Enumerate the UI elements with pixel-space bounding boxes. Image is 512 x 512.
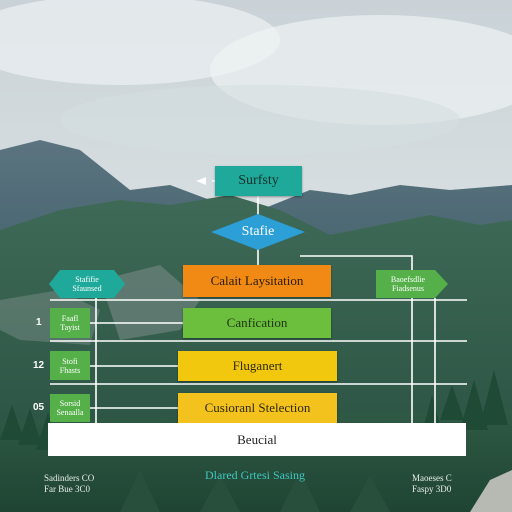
footer-right: Maoeses C Faspy 3D0 [412,473,452,494]
step-4-box: Cusioranl Stelection [178,393,337,423]
footer-center: Dlared Grtesi Sasing [205,468,305,482]
right-branch-shape [376,270,448,298]
bottom-bar: Beucial [48,423,466,456]
decision-node-label: Stafie [241,224,275,239]
right-branch-node: Baoefsdlie Fiadsenus [390,275,426,293]
footer-left: Sadinders CO Far Bue 3C0 [44,473,95,494]
side-step-3: Sorsid Senaalla [50,394,90,422]
step-2-box: Canfication [183,308,331,338]
side-step-2: Stofi Fhasts [50,351,90,380]
arrowhead-left-icon [196,177,206,185]
left-branch-shape [49,270,125,298]
row-label-1: 1 [36,317,42,328]
decision-diamond [211,214,305,250]
row-label-2: 12 [33,360,45,371]
left-branch-node: Stafifie Sfaunsed [72,275,102,293]
step-1-box: Calait Laysitation [183,265,331,297]
top-node: Surfsty [215,166,302,196]
side-step-1: Faafl Tayist [50,308,90,338]
row-label-3: 05 [33,402,45,413]
step-3-box: Fluganert [178,351,337,381]
